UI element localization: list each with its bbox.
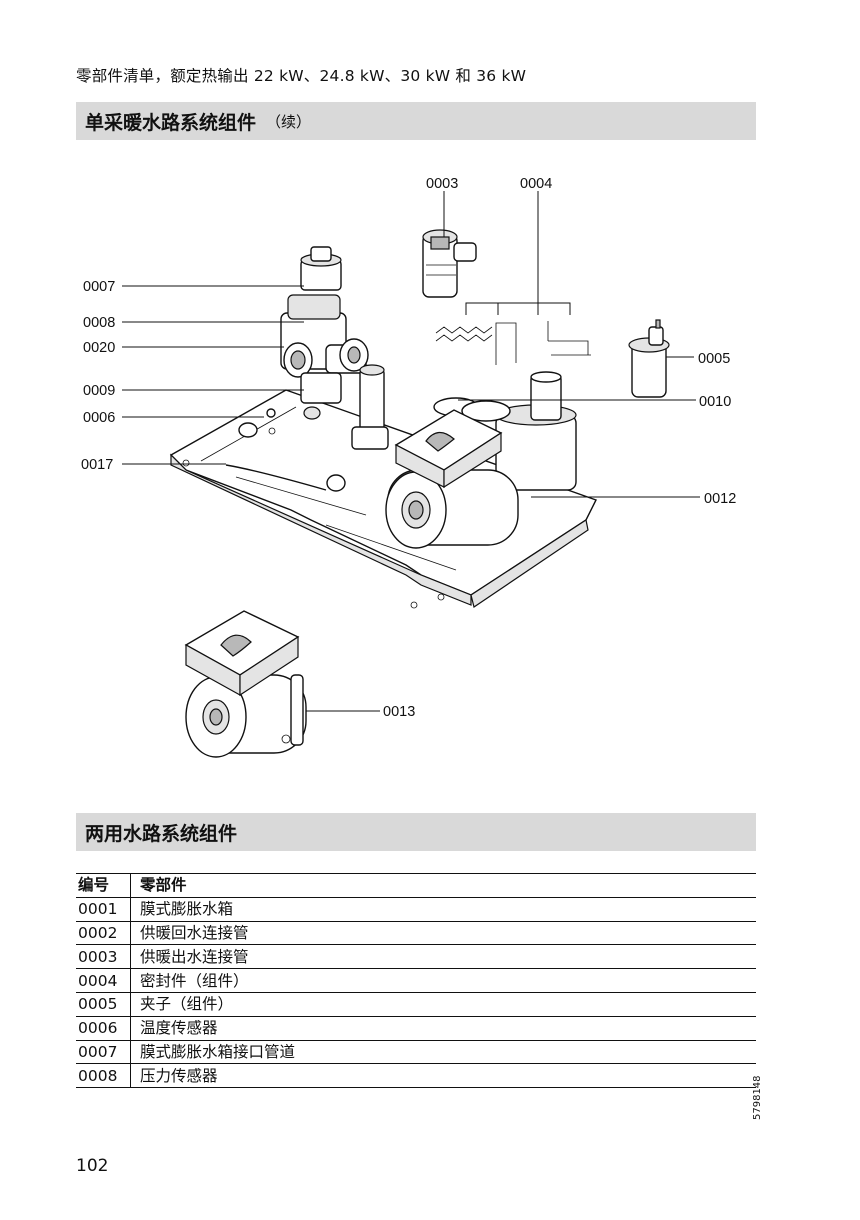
valve-assembly: [280, 246, 369, 420]
callout-0004: 0004: [520, 176, 552, 192]
callout-0009: 0009: [83, 383, 115, 399]
callout-0008: 0008: [83, 315, 115, 331]
vertical-pipe: [351, 364, 389, 450]
part-number: 0006: [76, 1016, 131, 1041]
leader-lines: [122, 191, 700, 712]
section-title-2: 两用水路系统组件: [85, 822, 238, 845]
part-number: 0008: [76, 1063, 131, 1089]
part-name: 夹子（组件）: [130, 992, 756, 1017]
section-heading-heating-water-circuit: 单采暖水路系统组件 （续）: [76, 102, 756, 140]
callout-0003: 0003: [426, 176, 458, 192]
part-number: 0002: [76, 921, 131, 946]
callout-0005: 0005: [698, 351, 730, 367]
header-number: 编号: [76, 873, 131, 898]
part-name: 供暖出水连接管: [130, 944, 756, 970]
replacement-pump: [184, 610, 307, 758]
callout-0007: 0007: [83, 279, 115, 295]
part-name: 膜式膨胀水箱: [130, 897, 756, 922]
part-number: 0007: [76, 1040, 131, 1065]
seal-set: [435, 321, 591, 365]
callout-0017: 0017: [81, 457, 113, 473]
table-header-row: 编号 零部件: [76, 873, 756, 898]
installed-pump: [385, 371, 577, 549]
part-name: 温度传感器: [130, 1016, 756, 1041]
plate-fittings: [225, 408, 346, 492]
exploded-parts-diagram: 0003 0004 0007 0008 0020 0009 0006 0017 …: [81, 176, 736, 758]
callout-0013: 0013: [383, 704, 415, 720]
part-number: 0004: [76, 968, 131, 993]
section-heading-combi-water-circuit: 两用水路系统组件: [76, 813, 756, 851]
page-number: 102: [76, 1156, 109, 1176]
part-name: 密封件（组件）: [130, 968, 756, 993]
section-title: 单采暖水路系统组件: [85, 111, 257, 134]
part-name: 压力传感器: [130, 1063, 756, 1089]
header-part: 零部件: [130, 873, 756, 898]
part-number: 0003: [76, 944, 131, 970]
callout-0020: 0020: [83, 340, 115, 356]
page-subtitle: 零部件清单，额定热输出 22 kW、24.8 kW、30 kW 和 36 kW: [76, 67, 527, 85]
section-continued-note: （续）: [266, 112, 312, 131]
document-code: 5798148: [752, 1075, 763, 1120]
part-number: 0005: [76, 992, 131, 1017]
part-name: 膜式膨胀水箱接口管道: [130, 1040, 756, 1065]
callout-labels: 0003 0004 0007 0008 0020 0009 0006 0017 …: [81, 176, 736, 720]
part-number: 0001: [76, 897, 131, 922]
clip-set: [628, 319, 670, 398]
part-name: 供暖回水连接管: [130, 921, 756, 946]
callout-0006: 0006: [83, 410, 115, 426]
callout-0012: 0012: [704, 491, 736, 507]
callout-0010: 0010: [699, 394, 731, 410]
heating-flow-connector: [422, 229, 477, 298]
